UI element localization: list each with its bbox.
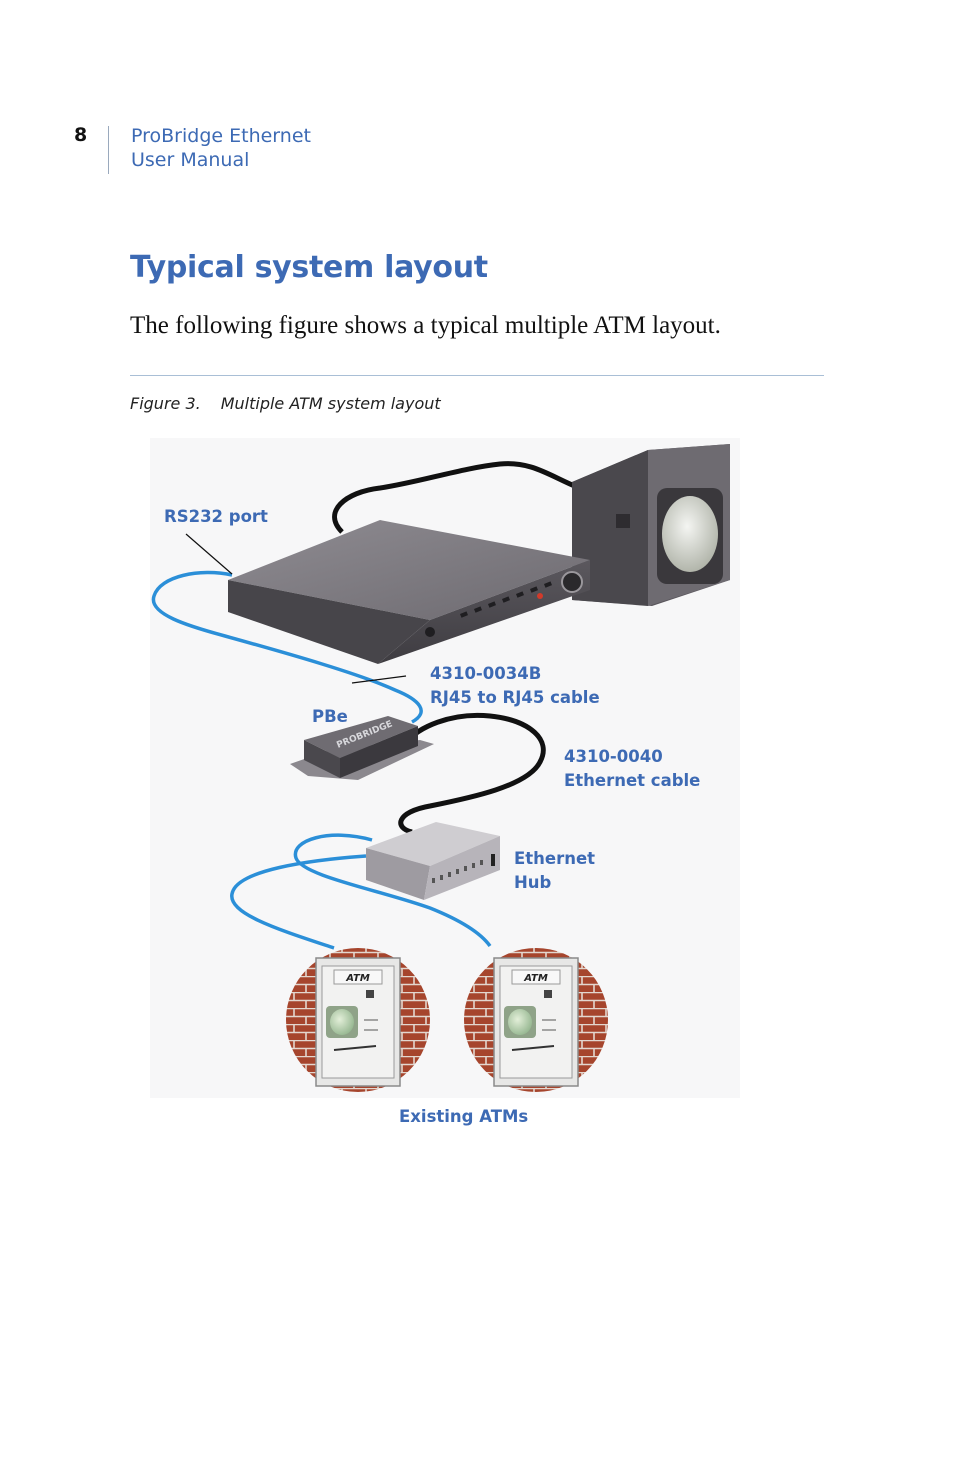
figure-caption: Figure 3. Multiple ATM system layout [130,394,441,413]
label-hub-line2: Hub [514,873,552,892]
header-divider [108,126,109,174]
label-ethernet-hub: Ethernet Hub [514,847,595,895]
cable-callout-line [351,675,407,684]
monitor-cable [332,461,601,534]
label-hub-line1: Ethernet [514,849,596,868]
label-pbe: PBe [312,707,348,726]
probridge-device: PROBRIDGE [290,716,434,780]
manual-subtitle: User Manual [131,149,250,171]
label-rs232-port: RS232 port [164,507,268,526]
label-ethernet-cable: 4310-0040 Ethernet cable [564,745,700,793]
figure-number: Figure 3. [130,394,201,413]
label-rj45-cable-desc: RJ45 to RJ45 cable [430,688,600,707]
manual-title: ProBridge Ethernet [131,125,311,147]
label-existing-atms: Existing ATMs [399,1107,529,1126]
rs232-callout-line [185,533,233,575]
page-title: Typical system layout [130,250,488,285]
figure-title: Multiple ATM system layout [220,394,441,413]
rs232-serial-cable [151,570,423,724]
atm-cable-right [293,833,492,948]
running-header: ProBridge Ethernet User Manual [131,124,311,172]
label-ethernet-cable-desc: Ethernet cable [564,771,701,790]
atm-left: ATM [286,948,430,1092]
intro-paragraph: The following figure shows a typical mul… [130,312,721,339]
atm-right-sign: ATM [523,973,548,984]
atm-right: ATM [464,948,608,1092]
ethernet-hub [366,822,500,900]
atm-cable-left [230,854,367,950]
figure-divider [130,375,824,376]
page-number: 8 [74,124,88,146]
atm-left-sign: ATM [345,973,370,984]
monitor [572,444,730,606]
ethernet-cable [398,712,546,835]
label-rj45-cable-code: 4310-0034B [430,664,542,683]
dvr-recorder [228,520,590,664]
label-rj45-cable: 4310-0034B RJ45 to RJ45 cable [430,662,600,710]
label-ethernet-cable-code: 4310-0040 [564,747,663,766]
